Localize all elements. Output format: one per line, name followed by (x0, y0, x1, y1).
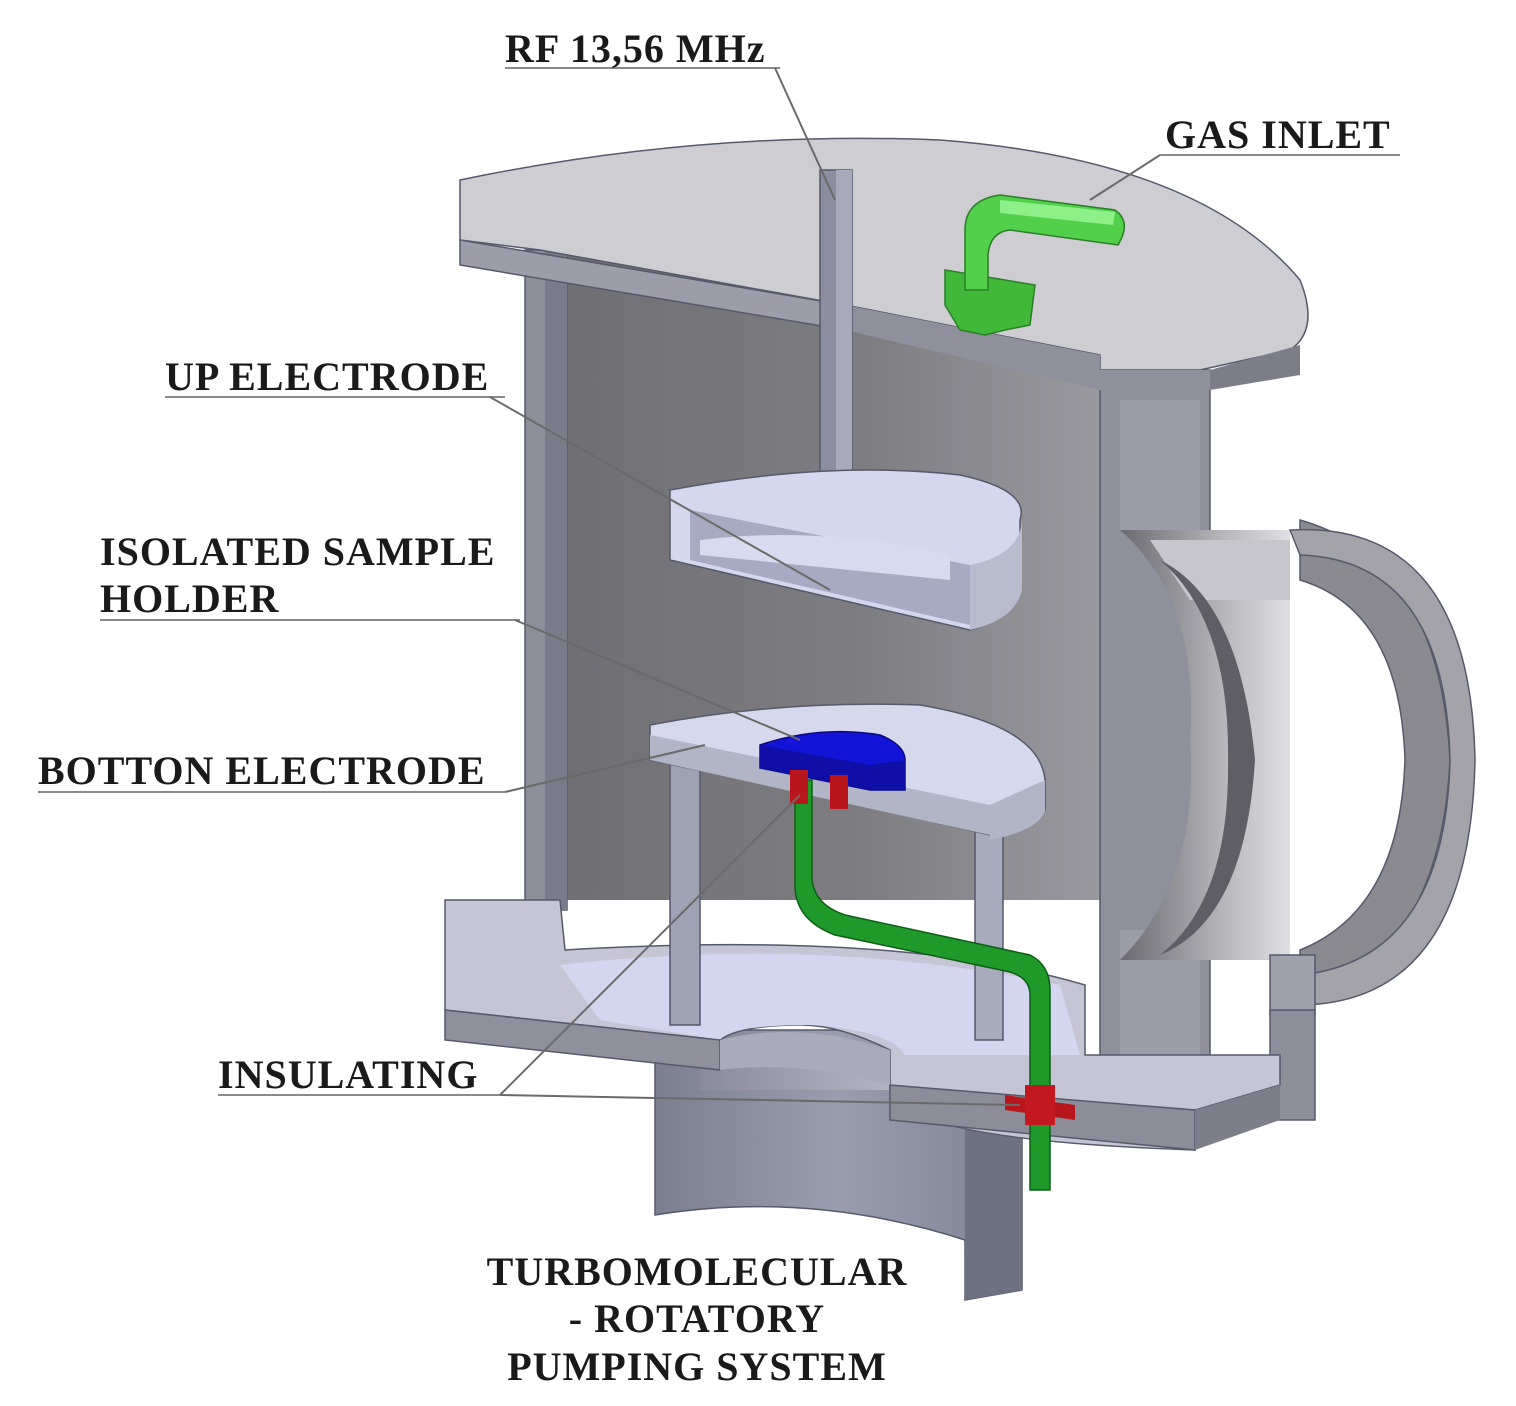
label-bottom-electrode: BOTTON ELECTRODE (38, 748, 486, 793)
side-port (1099, 369, 1476, 1141)
label-gas-inlet: GAS INLET (1165, 112, 1391, 157)
label-insulating: INSULATING (218, 1052, 478, 1097)
sample-holder (759, 730, 906, 791)
up-electrode (669, 469, 1022, 631)
insulator-bottom (1005, 1085, 1075, 1125)
label-rf-frequency: RF 13,56 MHz (505, 26, 765, 71)
label-pump-line3: PUMPING SYSTEM (507, 1344, 887, 1389)
insulator-top (790, 770, 848, 809)
label-up-electrode: UP ELECTRODE (165, 354, 489, 399)
label-pump-line2: - ROTATORY (569, 1296, 825, 1341)
label-sample-holder-line1: ISOLATED SAMPLE (100, 529, 495, 574)
label-sample-holder-line2: HOLDER (100, 576, 279, 621)
label-pump-line1: TURBOMOLECULAR (487, 1249, 908, 1294)
gas-inlet-pipe (944, 194, 1125, 336)
leader-lines (38, 67, 1400, 1106)
